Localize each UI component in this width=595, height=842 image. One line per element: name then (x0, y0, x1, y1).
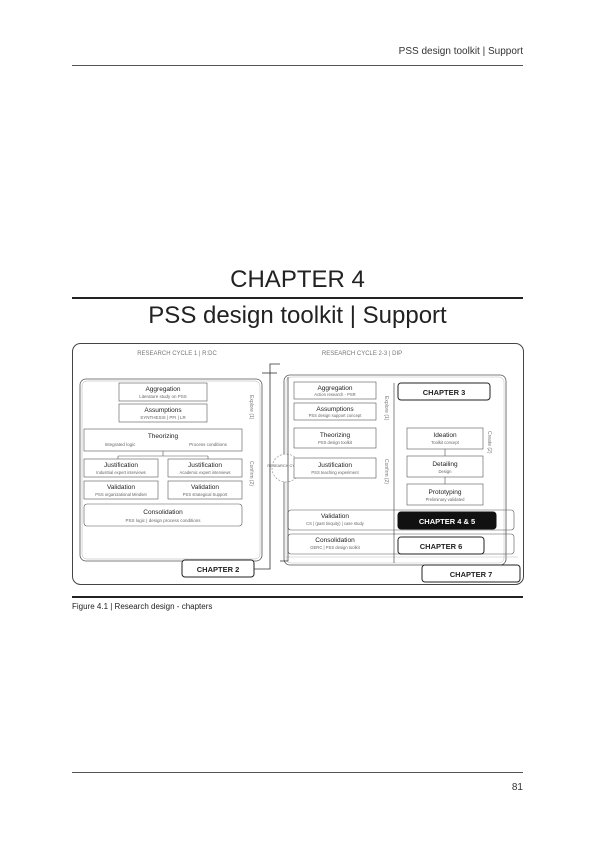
svg-text:Preliminary validated: Preliminary validated (426, 497, 466, 502)
svg-text:Validation: Validation (321, 513, 349, 520)
svg-text:PSS organizational Mindset: PSS organizational Mindset (95, 492, 147, 497)
footer-rule (72, 772, 523, 773)
left-confirm-label: Confirm (2) (248, 461, 254, 486)
svg-text:Literature study on PSS: Literature study on PSS (139, 394, 187, 399)
svg-text:PSS logic | design process con: PSS logic | design process conditions (126, 518, 202, 523)
svg-text:Action research - PSR: Action research - PSR (314, 392, 355, 397)
right-cycle-title: RESEARCH CYCLE 2-3 | DIP (322, 351, 402, 357)
svg-text:Aggregation: Aggregation (317, 385, 352, 392)
svg-text:Assumptions: Assumptions (144, 407, 182, 414)
right-consolidation-block: Consolidation GERC | PSS design toolkit (310, 537, 360, 550)
right-prototyping-block: Prototyping Preliminary validated (406, 483, 484, 506)
svg-text:Theorizing: Theorizing (148, 433, 179, 440)
chapter-3-label: CHAPTER 3 (423, 388, 466, 397)
svg-text:Validation: Validation (191, 484, 219, 491)
svg-text:Justification: Justification (104, 462, 138, 469)
svg-text:Integrated logic: Integrated logic (105, 442, 137, 447)
right-assumptions-block: Assumptions PSS design support concept (293, 402, 377, 421)
chapter-7-label: CHAPTER 7 (450, 570, 493, 579)
right-explore-label: Explore (1) (383, 396, 389, 421)
svg-text:Justification: Justification (188, 462, 222, 469)
svg-text:Consolidation: Consolidation (315, 537, 355, 544)
svg-text:Consolidation: Consolidation (143, 509, 183, 516)
svg-text:Aggregation: Aggregation (145, 386, 180, 393)
chapter-number: CHAPTER 4 (230, 266, 365, 293)
figure-rule (72, 596, 523, 598)
left-validation-b-block: Validation PSS strategical Support (167, 480, 243, 500)
svg-text:PSS teaching experiment: PSS teaching experiment (311, 470, 359, 475)
svg-text:Validation: Validation (107, 484, 135, 491)
svg-text:PSS strategical Support: PSS strategical Support (183, 492, 228, 497)
svg-text:GERC | PSS design toolkit: GERC | PSS design toolkit (310, 545, 360, 550)
left-cycle-title: RESEARCH CYCLE 1 | R:DC (137, 351, 217, 357)
research-design-figure: RESEARCH CYCLE 1 | R:DC RESEARCH CYCLE 2… (72, 343, 524, 585)
svg-text:PSS design support concept: PSS design support concept (309, 413, 363, 418)
right-detailing-block: Detailing Design (406, 455, 484, 478)
running-header: PSS design toolkit | Support (398, 46, 523, 57)
right-justification-block: Justification PSS teaching experiment (293, 457, 377, 479)
svg-text:Ideation: Ideation (433, 432, 457, 439)
svg-text:Academic expert interviews: Academic expert interviews (180, 470, 231, 475)
svg-text:Theorizing: Theorizing (320, 432, 351, 439)
svg-text:Prototyping: Prototyping (429, 489, 462, 496)
right-create-label: Create (2) (486, 431, 492, 454)
chapter-title: PSS design toolkit | Support (148, 302, 447, 329)
left-explore-label: Explore (1) (248, 395, 254, 420)
left-aggregation-block: Aggregation Literature study on PSS (118, 382, 208, 402)
left-assumptions-block: Assumptions SYNTHESIS | PFI | LR (118, 403, 208, 423)
research-cycles-label: RESEARCH CYCLES (267, 464, 305, 468)
header-rule (72, 65, 523, 66)
right-validation-block: Validation CS | (past tinquity) | case s… (306, 513, 365, 526)
chapter-4-5-label: CHAPTER 4 & 5 (419, 517, 475, 526)
left-consolidation-block: Consolidation PSS logic | design process… (83, 503, 243, 527)
chapter-6-label: CHAPTER 6 (420, 542, 463, 551)
svg-text:CS | (past tinquity) | case st: CS | (past tinquity) | case study (306, 521, 365, 526)
left-validation-a-block: Validation PSS organizational Mindset (83, 480, 159, 500)
chapter-rule (72, 297, 523, 299)
right-confirm-label: Confirm (2) (383, 459, 389, 484)
svg-text:Industrial expert interviews: Industrial expert interviews (96, 470, 146, 475)
chapter-2-label: CHAPTER 2 (197, 565, 240, 574)
left-justification-b-block: Justification Academic expert interviews (167, 458, 243, 478)
left-theorizing-block: Theorizing Integrated logic Process cond… (83, 428, 243, 452)
right-aggregation-block: Aggregation Action research - PSR (293, 381, 377, 400)
svg-text:Design: Design (438, 469, 452, 474)
svg-text:Toolkit concept: Toolkit concept (431, 440, 460, 445)
svg-text:PSS design toolkit: PSS design toolkit (318, 440, 353, 445)
page-number: 81 (511, 782, 523, 793)
svg-text:Assumptions: Assumptions (316, 406, 354, 413)
svg-text:Justification: Justification (318, 462, 352, 469)
right-theorizing-block: Theorizing PSS design toolkit (293, 427, 377, 449)
svg-text:Detailing: Detailing (432, 461, 458, 468)
right-ideation-block: Ideation Toolkit concept (406, 427, 484, 450)
left-justification-a-block: Justification Industrial expert intervie… (83, 458, 159, 478)
svg-text:Process conditions: Process conditions (189, 442, 228, 447)
svg-text:SYNTHESIS | PFI | LR: SYNTHESIS | PFI | LR (140, 415, 186, 420)
figure-caption: Figure 4.1 | Research design - chapters (72, 602, 213, 611)
